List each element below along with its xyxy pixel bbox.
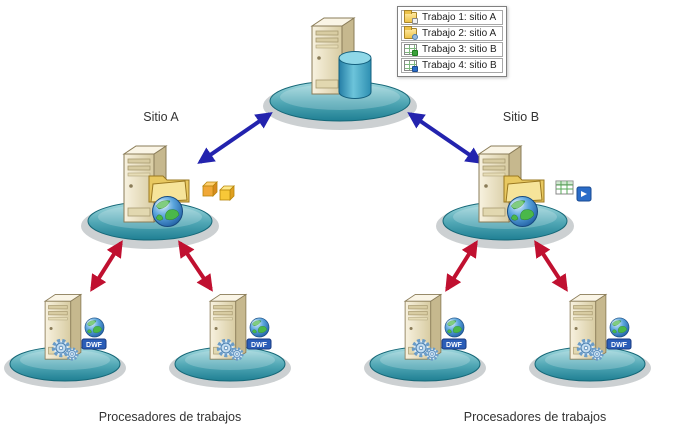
dwf-badge: DWF bbox=[441, 338, 467, 350]
publish-accent-icon bbox=[412, 66, 418, 72]
web-globe-icon bbox=[84, 317, 105, 338]
legend-row: Trabajo 1: sitio A bbox=[401, 10, 503, 25]
gear-icon bbox=[590, 347, 604, 361]
processor-4-platform bbox=[529, 346, 651, 388]
gear-icon bbox=[230, 347, 244, 361]
site-b-label: Sitio B bbox=[502, 110, 540, 124]
object-cube-icon bbox=[202, 181, 218, 197]
web-globe-icon bbox=[152, 196, 183, 227]
sheet-grid-icon bbox=[555, 180, 574, 195]
processor-4-server: DWF bbox=[569, 293, 632, 361]
sync-arrow-central-site-b bbox=[407, 112, 483, 164]
legend-row: Trabajo 3: sitio B bbox=[401, 42, 503, 57]
processor-3-server: DWF bbox=[404, 293, 467, 361]
job-grid-publish-icon bbox=[404, 60, 418, 72]
dwf-badge: DWF bbox=[81, 338, 107, 350]
job-arrow-site-a-processor-1 bbox=[90, 240, 123, 292]
processor-3-platform bbox=[364, 346, 486, 388]
job-arrow-site-b-processor-3 bbox=[445, 240, 478, 292]
legend-label: Trabajo 1: sitio A bbox=[422, 12, 497, 23]
dwf-badge-label: DWF bbox=[611, 342, 628, 349]
legend-label: Trabajo 4: sitio B bbox=[422, 60, 497, 71]
publish-arrow-icon bbox=[576, 186, 592, 202]
gear-icon bbox=[51, 338, 71, 358]
legend-label: Trabajo 3: sitio B bbox=[422, 44, 497, 55]
job-grid-plus-icon bbox=[404, 44, 418, 56]
web-globe-icon bbox=[249, 317, 270, 338]
processor-2-server: DWF bbox=[209, 293, 272, 361]
site-a-label: Sitio A bbox=[143, 110, 179, 124]
gear-accent-icon bbox=[412, 34, 418, 40]
dwf-badge: DWF bbox=[246, 338, 272, 350]
processor-1-server: DWF bbox=[44, 293, 107, 361]
document-accent-icon bbox=[412, 18, 418, 24]
sync-arrow-central-site-a bbox=[197, 112, 273, 164]
web-globe-icon bbox=[444, 317, 465, 338]
plus-accent-icon bbox=[412, 50, 418, 56]
object-cube-icon bbox=[219, 185, 235, 201]
central-server bbox=[311, 17, 372, 99]
legend-label: Trabajo 2: sitio A bbox=[422, 28, 497, 39]
dwf-badge-label: DWF bbox=[446, 342, 463, 349]
processors-right-label: Procesadores de trabajos bbox=[463, 410, 607, 424]
database-icon bbox=[338, 51, 372, 99]
gear-icon bbox=[425, 347, 439, 361]
dwf-badge: DWF bbox=[606, 338, 632, 350]
job-arrow-site-a-processor-2 bbox=[178, 240, 213, 292]
gear-icon bbox=[65, 347, 79, 361]
dwf-badge-label: DWF bbox=[251, 342, 268, 349]
web-globe-icon bbox=[609, 317, 630, 338]
gear-icon bbox=[411, 338, 431, 358]
job-folder-gear-icon bbox=[404, 26, 418, 40]
job-legend: Trabajo 1: sitio A Trabajo 2: sitio A Tr… bbox=[397, 6, 507, 77]
legend-row: Trabajo 4: sitio B bbox=[401, 58, 503, 73]
processors-left-label: Procesadores de trabajos bbox=[98, 410, 242, 424]
site-b-server bbox=[478, 145, 592, 227]
job-folder-icon bbox=[404, 10, 418, 24]
job-arrow-site-b-processor-4 bbox=[534, 240, 568, 292]
gear-icon bbox=[576, 338, 596, 358]
dwf-badge-label: DWF bbox=[86, 342, 103, 349]
web-globe-icon bbox=[507, 196, 538, 227]
site-a-server bbox=[123, 145, 235, 227]
processor-1-platform bbox=[4, 346, 126, 388]
legend-row: Trabajo 2: sitio A bbox=[401, 26, 503, 41]
processor-2-platform bbox=[169, 346, 291, 388]
gear-icon bbox=[216, 338, 236, 358]
